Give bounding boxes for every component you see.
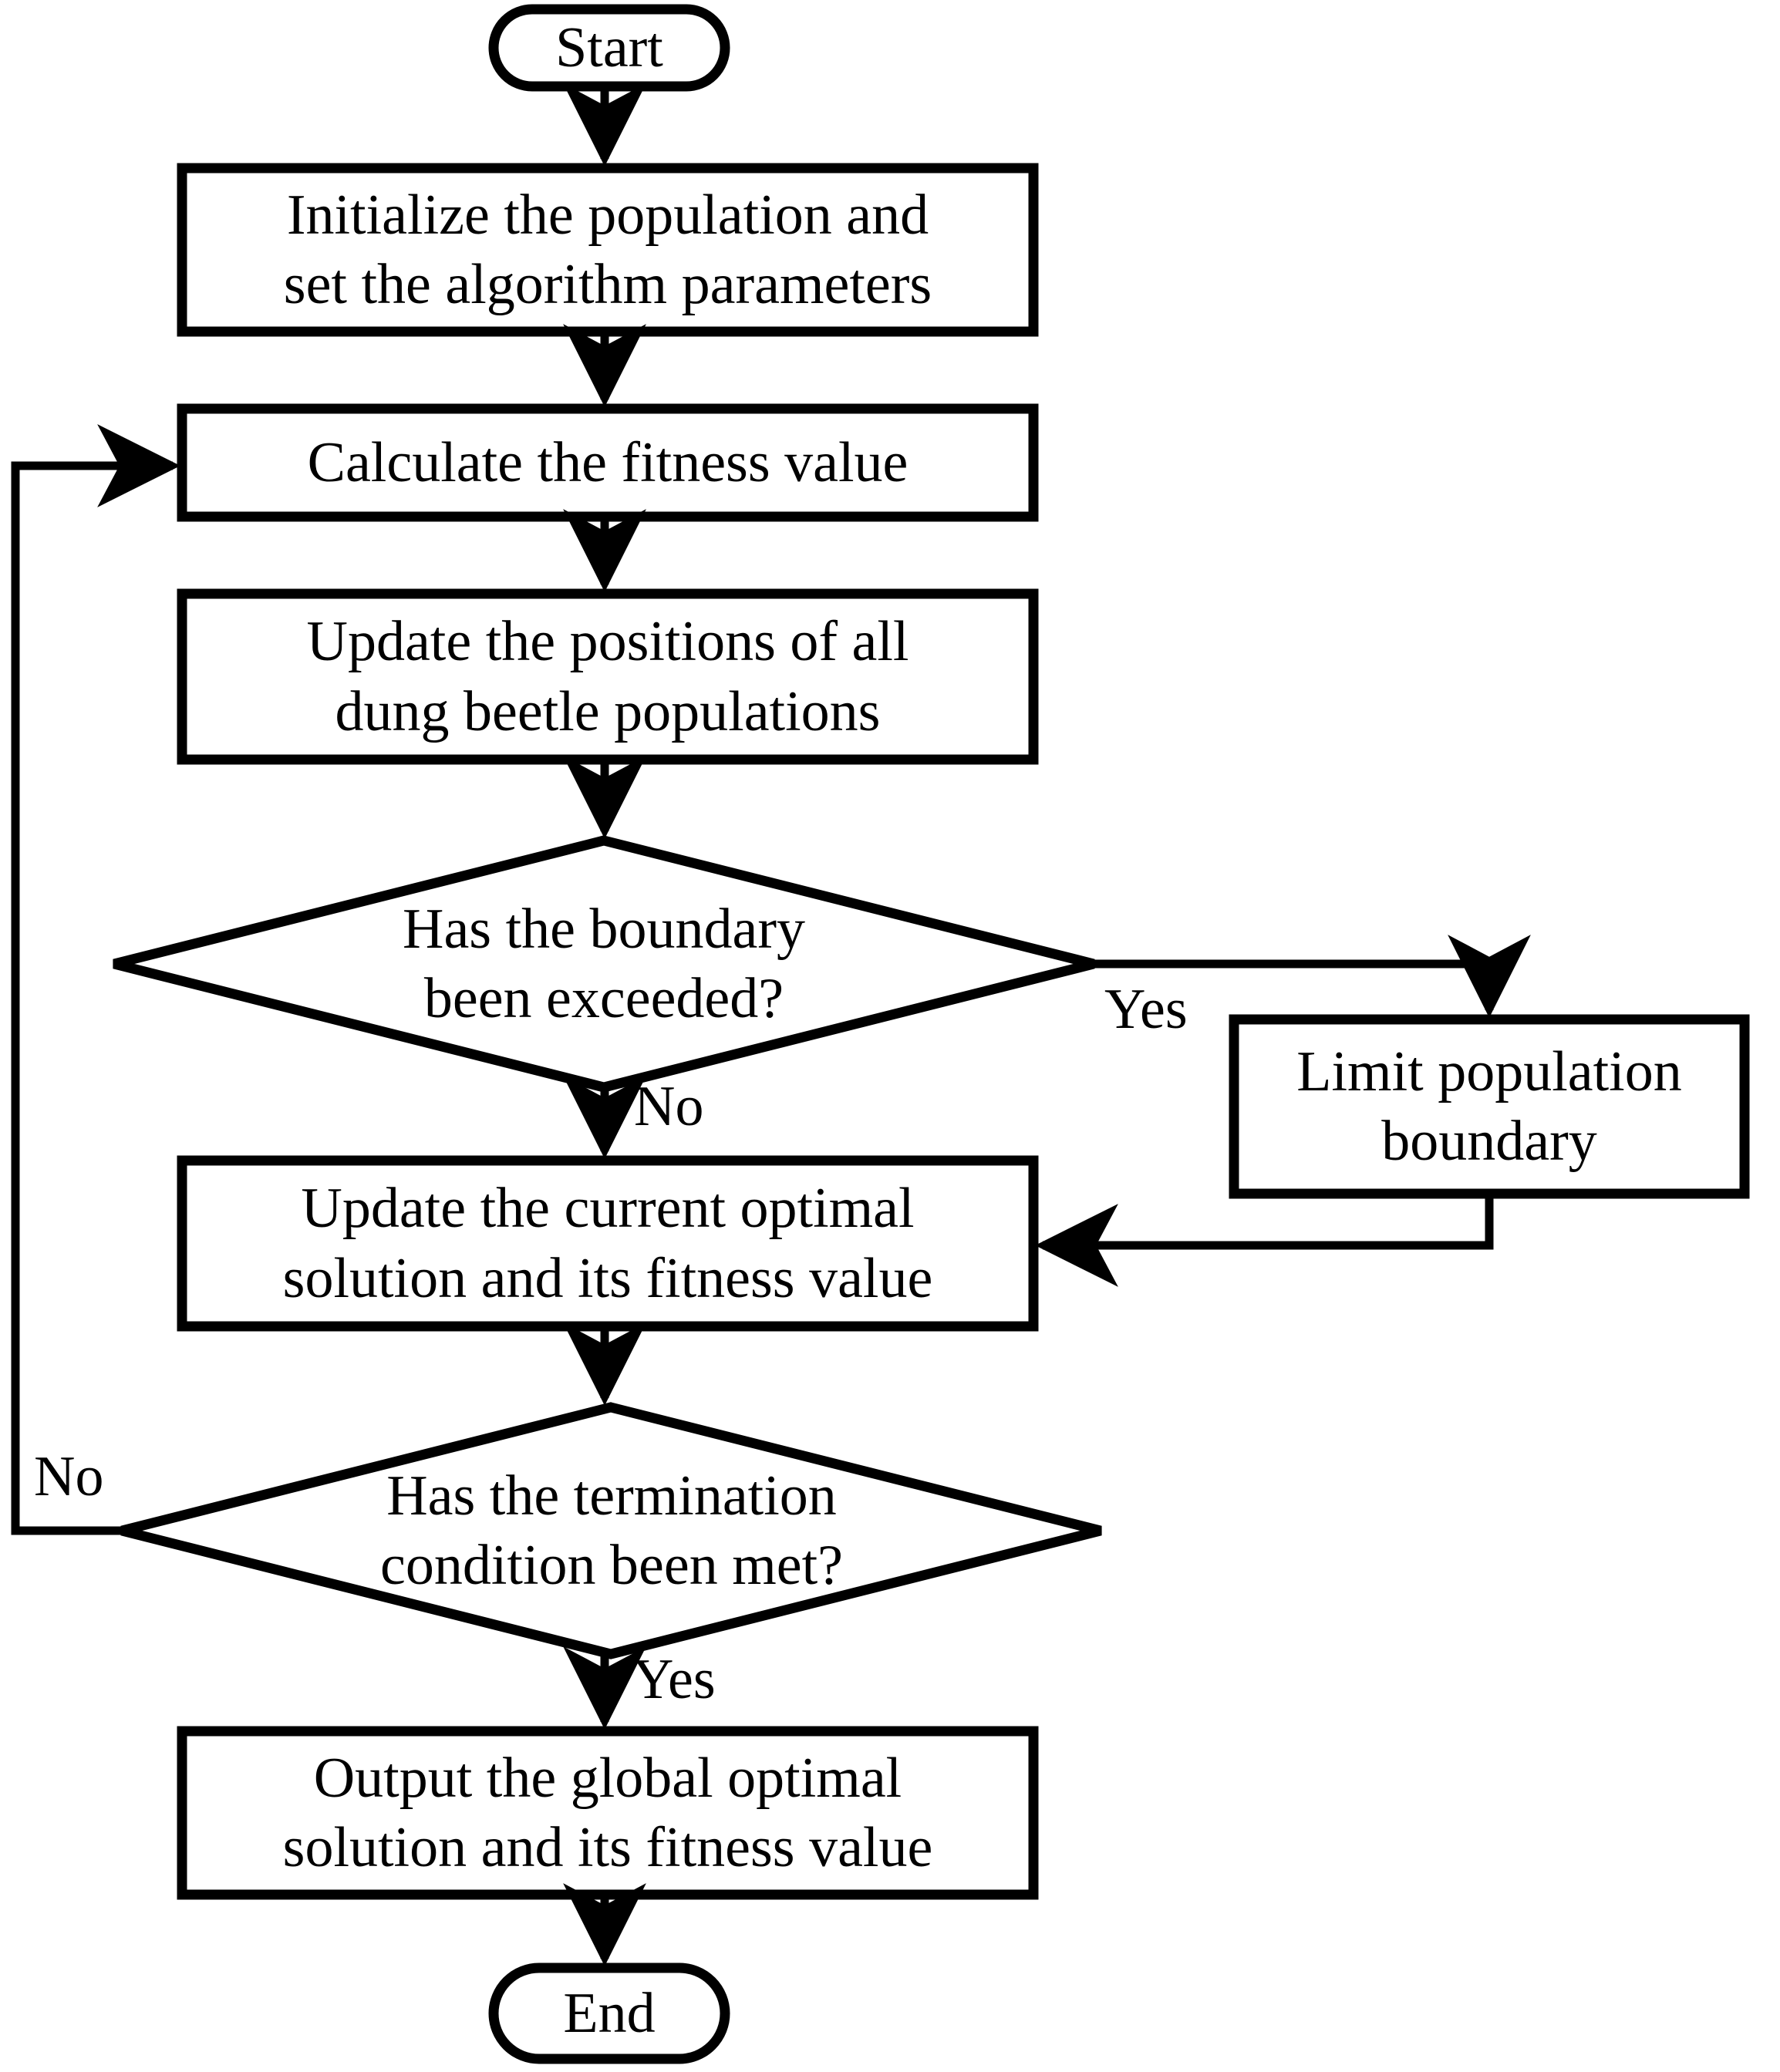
edge-label-termination-yes: Yes (632, 1648, 716, 1711)
edge-boundary-yes-to-limit (1094, 935, 1531, 1018)
node-start-shape (488, 4, 730, 92)
node-update-positions-shape (177, 588, 1039, 765)
node-update-best-shape (177, 1155, 1039, 1332)
edge-label-boundary-no: No (634, 1075, 704, 1138)
edge-label-termination-no: No (34, 1445, 104, 1508)
edge-label-boundary-yes: Yes (1104, 978, 1188, 1041)
node-boundary-decision-shape (113, 835, 1095, 1093)
node-init-shape (177, 163, 1039, 337)
node-end-shape (488, 1963, 730, 2064)
node-limit-boundary-shape (1229, 1014, 1750, 1199)
node-fitness-shape (177, 403, 1039, 522)
edge-termination-no-to-fitness (11, 424, 180, 1535)
edge-limit-to-update-best (1035, 1194, 1494, 1287)
node-termination-decision-shape (120, 1402, 1102, 1659)
node-output-shape (177, 1726, 1039, 1900)
